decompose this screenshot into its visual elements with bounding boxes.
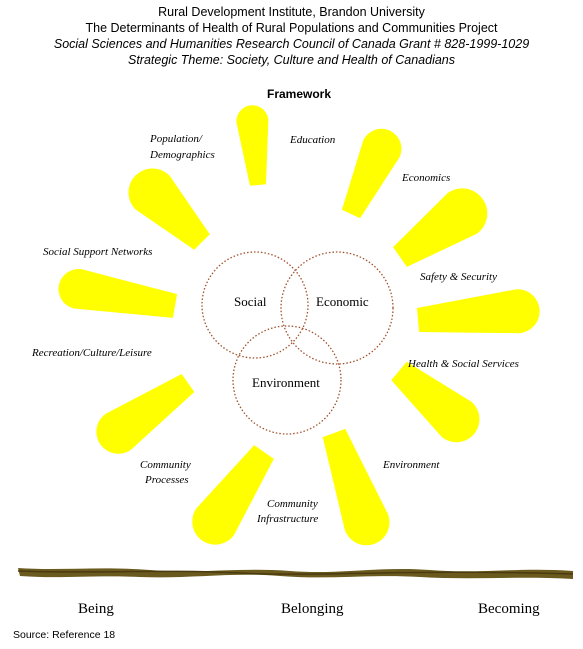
footer-becoming: Becoming	[478, 601, 540, 617]
petal-community-infrastructure	[322, 428, 390, 546]
petal-safety	[393, 188, 488, 267]
petal-economics	[341, 128, 402, 219]
label-health-services: Health & Social Services	[407, 358, 519, 370]
environment-circle	[232, 325, 342, 435]
petal-health-services	[416, 289, 540, 334]
label-population-2: Demographics	[149, 149, 215, 161]
petals	[58, 105, 540, 546]
header-theme: Strategic Theme: Society, Culture and He…	[127, 53, 456, 67]
petal-environment	[391, 361, 480, 443]
label-community-infrastructure-2: Infrastructure	[256, 513, 318, 525]
label-community-infrastructure-1: Community	[267, 498, 318, 510]
footer-being: Being	[78, 601, 114, 617]
economic-circle-label: Economic	[316, 294, 369, 309]
label-education: Education	[289, 134, 336, 146]
header-project: The Determinants of Health of Rural Popu…	[85, 21, 498, 35]
label-recreation: Recreation/Culture/Leisure	[31, 347, 152, 359]
petal-community-processes	[192, 445, 274, 545]
label-community-processes-2: Processes	[144, 474, 189, 486]
label-environment: Environment	[382, 459, 440, 471]
environment-circle-label: Environment	[252, 375, 320, 390]
footer-belonging: Belonging	[281, 601, 344, 617]
social-circle	[201, 251, 309, 359]
petal-recreation	[96, 373, 195, 454]
label-social-support: Social Support Networks	[43, 246, 152, 258]
label-safety: Safety & Security	[420, 271, 497, 283]
petal-education	[236, 105, 269, 186]
label-economics: Economics	[401, 172, 450, 184]
venn-circles	[201, 251, 394, 435]
label-community-processes-1: Community	[140, 459, 191, 471]
economic-circle	[280, 251, 394, 365]
petal-population	[128, 168, 210, 250]
social-circle-label: Social	[234, 294, 267, 309]
header-institute: Rural Development Institute, Brandon Uni…	[158, 5, 425, 19]
framework-title: Framework	[267, 87, 331, 101]
label-population-1: Population/	[149, 133, 203, 145]
ground-line	[17, 568, 574, 579]
source-note: Source: Reference 18	[13, 629, 116, 641]
petal-social-support	[58, 268, 178, 318]
determinant-labels: Population/ Demographics Education Econo…	[31, 133, 519, 525]
header-grant: Social Sciences and Humanities Research …	[53, 37, 530, 51]
